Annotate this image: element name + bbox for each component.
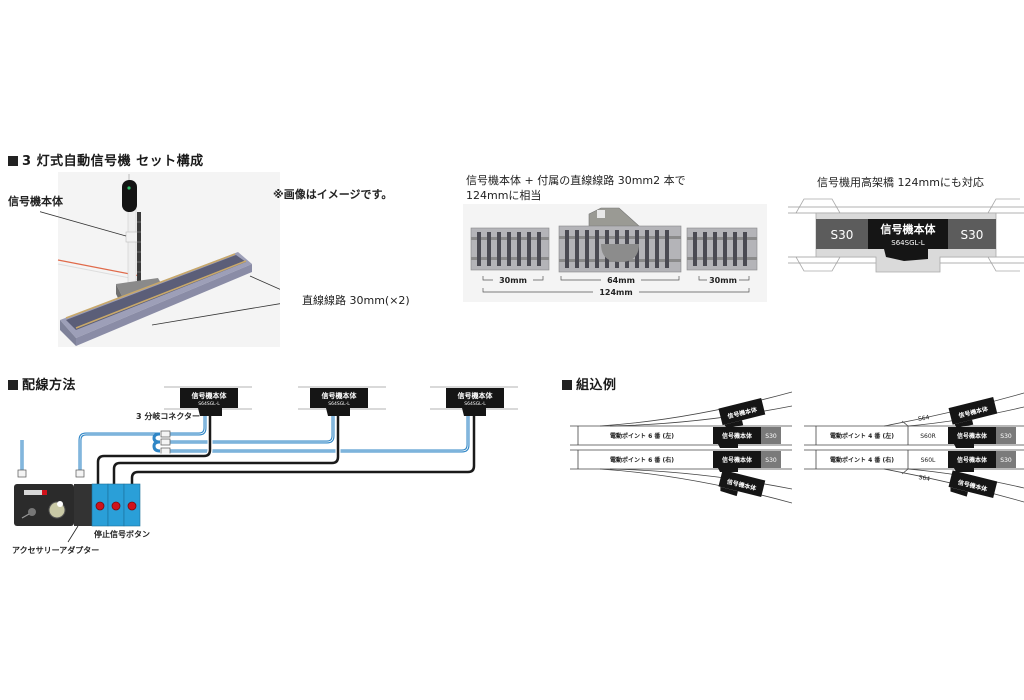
- signal-head: [122, 174, 137, 212]
- viaduct-s30-left-label: S30: [831, 228, 854, 242]
- wiring-signal-3-title: 信号機本体: [458, 391, 494, 400]
- turnout-6-signal-diverge-upper: 信号機本体: [718, 397, 766, 429]
- wiring-signal-3: [446, 388, 504, 416]
- turnout-6-left-label: 電動ポイント 6 番 (左): [610, 432, 674, 440]
- viaduct-caption: 信号機用高架橋 124mmにも対応: [817, 176, 984, 189]
- white-wire: [57, 263, 141, 281]
- turnout-4-s30-lower-label: S30: [1000, 457, 1012, 464]
- set-section-title-text: 3 灯式自動信号機 セット構成: [22, 154, 204, 169]
- signal-leader-line: [40, 211, 127, 237]
- wiring-signal-2: [310, 388, 368, 416]
- power-controller: [14, 484, 74, 526]
- turnout-4-left-label: 電動ポイント 4 番 (左): [830, 432, 894, 440]
- dim-left-label: 30mm: [499, 276, 527, 285]
- example-turnout-6: 信号機本体 信号機本体 信号機本体 信号機本体 S30 S30 電動ポイント 6…: [570, 391, 792, 504]
- dim-center-label: 64mm: [607, 276, 635, 285]
- turnout-4-s30-lower: [996, 451, 1016, 468]
- wiring-signal-3-model: S64SGL-L: [464, 401, 486, 407]
- turnout-4-s30-upper: [996, 427, 1016, 444]
- wiring-signal-2-model: S64SGL-L: [328, 401, 350, 407]
- stop-button-1: [95, 501, 105, 511]
- turnout-4-s60r-label: S60R: [920, 433, 936, 440]
- green-lamp: [127, 186, 131, 190]
- dimension-lines: [482, 276, 750, 293]
- turnout-6-s30-upper: [761, 427, 781, 444]
- turnout-4-s64-bottom-label: S64: [918, 474, 931, 483]
- turnout-6-signal-upper-label: 信号機本体: [722, 432, 753, 440]
- stop-button-3: [127, 501, 137, 511]
- track-piece-30mm-left: [470, 227, 550, 271]
- stop-button-2: [111, 501, 121, 511]
- turnout-4-signal-upper: [948, 427, 996, 444]
- viaduct-s30-left: [816, 219, 868, 249]
- turnout-6-s30-lower: [761, 451, 781, 468]
- title-square-icon: [562, 380, 572, 390]
- viaduct-signal-body: [868, 219, 948, 249]
- viaduct-piers: [795, 198, 1020, 272]
- signal-set-photo: [40, 172, 280, 347]
- straight-track: [60, 252, 252, 346]
- turnout-6-right-label: 電動ポイント 6 番 (右): [610, 456, 674, 464]
- stop-signal-buttons: [91, 483, 141, 527]
- turnout-4-s60l-label: S60L: [921, 457, 936, 464]
- turnout-4-signal-diverge-lower: 信号機本体: [948, 470, 998, 499]
- viaduct-signal-title: 信号機本体: [881, 222, 937, 236]
- turnout-4-signal-lower: [948, 451, 996, 468]
- adapter-label: アクセサリーアダプター: [12, 546, 100, 555]
- turnout-6-signal-lower-label: 信号機本体: [722, 456, 753, 464]
- turnout-4-signal-upper-label: 信号機本体: [957, 432, 988, 440]
- three-way-connector: [17, 430, 171, 478]
- viaduct-s30-right-label: S30: [961, 228, 984, 242]
- dim-total-label: 124mm: [599, 288, 632, 297]
- turnout-4-signal-diverge-upper: 信号機本体: [948, 396, 998, 428]
- straight-track-label: 直線線路 30mm(×2): [302, 294, 410, 307]
- title-square-icon: [8, 156, 18, 166]
- image-note: ※画像はイメージです。: [273, 188, 393, 201]
- track-piece-30mm-right: [686, 227, 758, 271]
- wiring-signal-2-title: 信号機本体: [322, 391, 358, 400]
- track-piece-64mm-signal: [558, 207, 682, 273]
- wiring-section-title-text: 配線方法: [22, 378, 77, 393]
- turnout-6-signal-diverge-lower: 信号機本体: [718, 469, 766, 498]
- turnout-4-s64-top-label: S64: [917, 414, 930, 423]
- example-section-title-text: 組込例: [576, 378, 617, 393]
- title-square-icon: [8, 380, 18, 390]
- example-turnout-4: 信号機本体 信号機本体 信号機本体 信号機本体 S30 S30 S60R S60…: [804, 392, 1024, 503]
- turnout-6-s30-upper-label: S30: [765, 433, 777, 440]
- length-caption-line2: 124mmに相当: [466, 189, 542, 202]
- adapter-leader-line: [67, 525, 79, 543]
- wiring-signal-1-title: 信号機本体: [192, 391, 228, 400]
- viaduct-s30-right: [948, 219, 996, 249]
- set-section-title: 3 灯式自動信号機 セット構成: [8, 150, 204, 169]
- connector-label: 3 分岐コネクター: [136, 412, 201, 421]
- track-length-photo: 30mm 64mm 30mm 124mm: [463, 204, 767, 302]
- wiring-signal-1: [180, 388, 238, 416]
- turnout-4-signal-lower-label: 信号機本体: [957, 456, 988, 464]
- wiring-section-title: 配線方法: [8, 374, 76, 393]
- track-leader-line-1: [249, 275, 280, 290]
- viaduct-diagram: S30 S30 信号機本体 S64SGL-L: [788, 198, 1024, 273]
- turnout-6-track-lines: [570, 391, 792, 504]
- track-leader-line-2: [151, 303, 280, 326]
- turnout-6-signal-lower: [713, 451, 761, 468]
- turnout-4-right-label: 電動ポイント 4 番 (右): [830, 456, 894, 464]
- viaduct-signal-model: S64SGL-L: [891, 239, 925, 247]
- dim-right-label: 30mm: [709, 276, 737, 285]
- wiring-signal-1-model: S64SGL-L: [198, 401, 220, 407]
- example-section-title: 組込例: [562, 374, 617, 393]
- signal-mast: [125, 201, 141, 288]
- accessory-adapter: [74, 484, 92, 526]
- blue-wires: [19, 414, 471, 472]
- red-wire: [57, 259, 141, 277]
- viaduct-signal-foot: [884, 249, 928, 261]
- wiring-diagram: 信号機本体 S64SGL-L 信号機本体 S64SGL-L 信号機本体 S64S…: [14, 386, 518, 543]
- signal-body-label: 信号機本体: [8, 195, 63, 208]
- turnout-6-s30-lower-label: S30: [765, 457, 777, 464]
- length-caption-line1: 信号機本体 + 付属の直線線路 30mm2 本で: [466, 174, 686, 187]
- turnout-4-s30-upper-label: S30: [1000, 433, 1012, 440]
- stop-button-label: 停止信号ボタン: [94, 530, 150, 539]
- turnout-6-signal-upper: [713, 427, 761, 444]
- black-wires: [96, 414, 476, 484]
